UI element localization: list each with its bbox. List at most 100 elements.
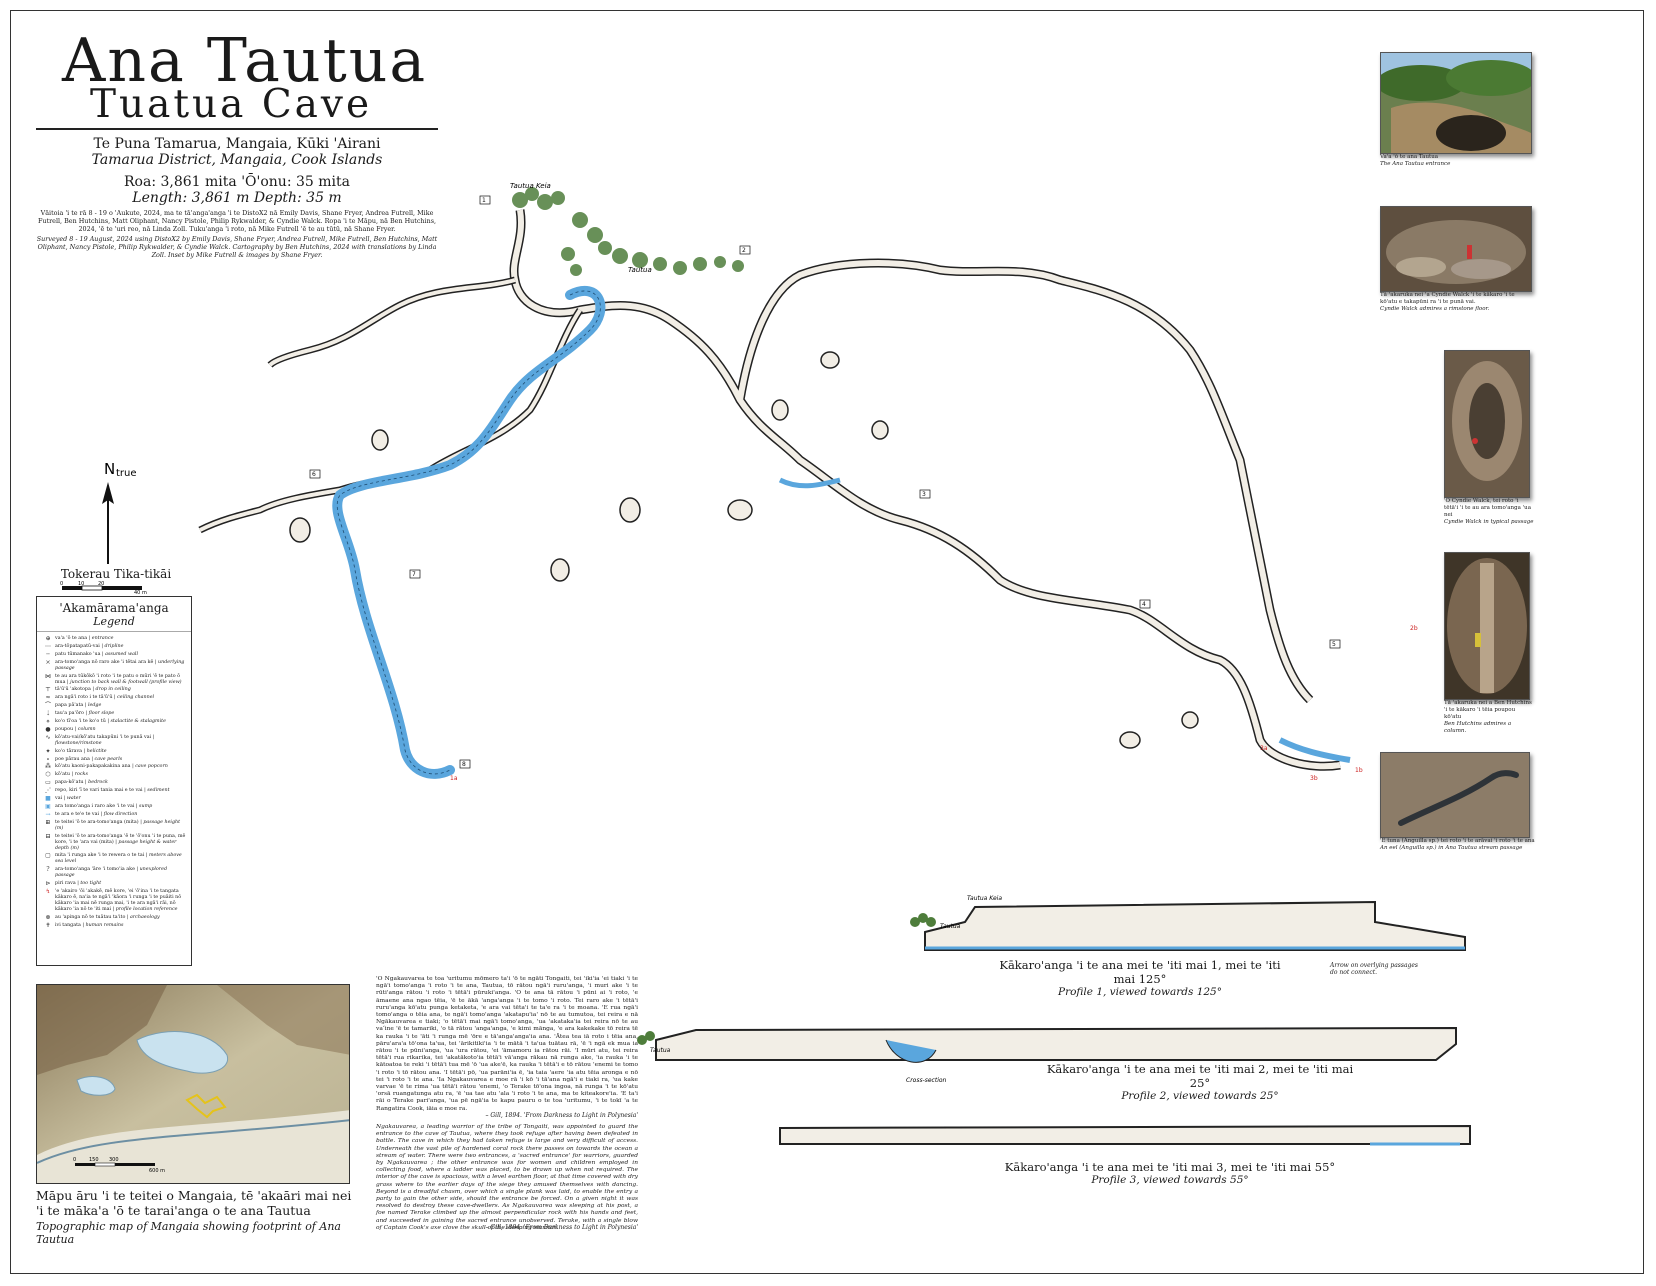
helictite-icon: ✦ (45, 747, 51, 755)
floor-slope-icon: ⇣ (45, 710, 51, 718)
legend-item-english: ceiling channel (117, 695, 155, 701)
legend-item-english: meters above sea level (55, 853, 182, 865)
stream-water-east (1278, 737, 1351, 763)
legend-item-maori: va'a 'ō te ana (55, 636, 88, 641)
station-3: 3 (922, 491, 926, 498)
profile-1-caption: Kākaro'anga 'i te ana mei te 'iti mai 1,… (999, 958, 1281, 998)
legend-item: ■vai | water (41, 796, 187, 802)
location-english: Tamarua District, Mangaia, Cook Islands (91, 152, 383, 168)
underlying-passage-icon: ⤫ (45, 658, 51, 666)
legend-item-english: passage height & water depth (m) (55, 839, 177, 851)
sump-icon: ▣ (45, 802, 51, 810)
legend-item: ✦ko'o tārava | helictite (41, 747, 187, 755)
main-cave-passage (509, 209, 1341, 771)
legend-item: ⊗au 'apinga nō te tuātau ta'ito | archae… (41, 915, 187, 921)
legend-item-english: human remains (85, 922, 124, 928)
legend-item: ⋈te au ara tūkōkō 'i roto 'i te patu o m… (41, 673, 187, 686)
dimensions-maori: Roa: 3,861 mita 'Ō'onu: 35 mita (124, 174, 350, 190)
legend-item-english: passage height (m) (55, 819, 181, 831)
legend-item-maori: kō'atu kaoni-pakapakakina ana (55, 764, 131, 770)
legend-item-maori: kō'atu (55, 772, 70, 778)
legend-item-maori: tā'ū'ū 'akotopa (55, 687, 91, 693)
legend-item-english: flow direction (103, 811, 138, 817)
dripline-icon: ⋯ (45, 642, 51, 650)
minimap-scale-300: 300 (109, 1157, 119, 1163)
legend-item: ∘poe pārau ana | cave pearls (41, 756, 187, 763)
legend-item-maori: patu tūmanako 'ua (55, 651, 101, 657)
legend-item-english: junction to back wall & footwall (profil… (70, 679, 182, 685)
too-tight-icon: ⊳ (45, 880, 51, 888)
legend-item-maori: ko'o tī'oa 'i te ko'o tū (55, 719, 106, 725)
photo-caption-english-3: Cyndie Walck in typical passage (1444, 519, 1534, 525)
profile-2-diagram: Tautua Cross-section (637, 1026, 1457, 1084)
legend-item-maori: poe pārau ana (55, 756, 90, 762)
popcorn-icon: ⁂ (45, 763, 51, 771)
photo-column (1444, 552, 1530, 700)
legend-item-maori: ara-tomo'anga 'āre 'i tomo'ia ake (55, 867, 135, 873)
cave-plan-map: Tautua Keia Tautua 1 2 3 4 5 6 7 8 1a 1b… (198, 182, 1418, 782)
north-arrow: N true (90, 460, 150, 570)
ledge-icon: ⌒ (44, 702, 51, 710)
scale-tick-20: 20 (98, 581, 104, 587)
legend-item-english: helictite (86, 748, 107, 754)
story-citation-maori: – Gill, 1894. 'From Darkness to Light in… (485, 1112, 638, 1119)
legend-item-maori: vai (55, 796, 63, 802)
legend-story-maori: 'O Ngakauvarea te toa 'uritumu mōmero ta… (376, 976, 638, 1112)
legend-item-english: water (66, 796, 81, 802)
legend-item-english: assumed wall (105, 651, 138, 657)
scale-tick-10: 10 (78, 581, 84, 587)
photo-caption-english-2: Cyndie Walck admires a rimstone floor. (1380, 306, 1490, 312)
profile-ref-icon: ↯ (45, 888, 51, 896)
map-subtitle: Tuatua Cave (90, 82, 373, 127)
rocks-icon: ⬡ (45, 771, 51, 779)
legend-item: ⊤tā'ū'ū 'akotopa | drop in ceiling (41, 687, 187, 693)
photo-caption-maori-3: 'O Cyndie Walck, tei roto 'i tētā'i 'i t… (1444, 498, 1531, 518)
station-markers: 1 2 3 4 5 6 7 8 (309, 195, 1341, 769)
legend-item-english: sediment (147, 788, 170, 794)
legend-item-english: entrance (91, 636, 114, 641)
legend-item-english: dripline (104, 643, 124, 649)
legend-item-maori: ko'o tārava (55, 748, 83, 754)
scale-label: Tokerau Tika-tikāi (60, 567, 172, 581)
topographic-inset-map: 0 150 300 600 m (36, 984, 350, 1184)
location-maori: Te Puna Tamarua, Mangaia, Kūki 'Airani (93, 136, 381, 152)
west-passage (198, 276, 583, 534)
legend-item-maori: piri rava (55, 881, 76, 887)
photo-caption-english-5: An eel (Anguilla sp.) in Ana Tautua stre… (1380, 845, 1523, 851)
scale-tick-0: 0 (60, 581, 63, 587)
legend-item: ▢mita 'i runga ake 'i te rewera o te tai… (41, 853, 187, 865)
legend-title-maori: 'Akamārama'anga (59, 601, 169, 615)
profile-1-label-tautua: Tautua (940, 923, 961, 930)
legend-item-maori: papa-kō'atu (55, 780, 84, 786)
legend-item-english: cave popcorn (135, 764, 168, 770)
profile-ref-1b: 1b (1355, 767, 1363, 774)
legend-item: ✝ivi tangata | human remains (41, 922, 187, 929)
profile-2-inset-label: Cross-section (906, 1077, 947, 1084)
map-title: Ana Tautua (62, 26, 428, 96)
legend-item-maori: poupou (55, 726, 74, 732)
title-divider (36, 128, 438, 130)
north-letter: N (104, 460, 115, 478)
station-5: 5 (1332, 641, 1336, 648)
assumed-wall-icon: ╌ (46, 650, 50, 658)
legend-item-english: column (77, 726, 96, 732)
minimap-scale-0: 0 (73, 1157, 76, 1163)
legend-item-english: archaeology (130, 915, 160, 921)
legend-item: ?ara-tomo'anga 'āre 'i tomo'ia ake | une… (41, 867, 187, 879)
legend-item-english: underlying passage (55, 659, 185, 671)
entrance-icon: ⊕ (45, 635, 51, 642)
credits-maori: Vāitoia 'i te rā 8 - 19 o 'Aukute, 2024,… (37, 209, 437, 233)
legend-item: ≈ara ngā'i roto i te tā'ū'ū | ceiling ch… (41, 695, 187, 701)
flow-direction-icon: → (45, 810, 51, 818)
legend-item-maori: te teitei 'ō te ara-tomo'anga (mita) (55, 819, 139, 825)
profile-ref-3b: 3b (1310, 775, 1318, 782)
photo-caption-english-4: Ben Hutchins admires a column. (1444, 721, 1512, 734)
legend-item: ╌patu tūmanako 'ua | assumed wall (41, 650, 187, 658)
legend-item: ⊕va'a 'ō te ana | entrance (41, 636, 187, 642)
minimap-scale-150: 150 (89, 1157, 99, 1163)
archaeology-icon: ⊗ (45, 914, 51, 922)
legend-item-maori: kō'atu-vai/kō'atu takapūni 'i te punā va… (55, 734, 152, 740)
station-1: 1 (482, 197, 486, 204)
stream-water (332, 285, 606, 779)
station-4: 4 (1142, 601, 1146, 608)
